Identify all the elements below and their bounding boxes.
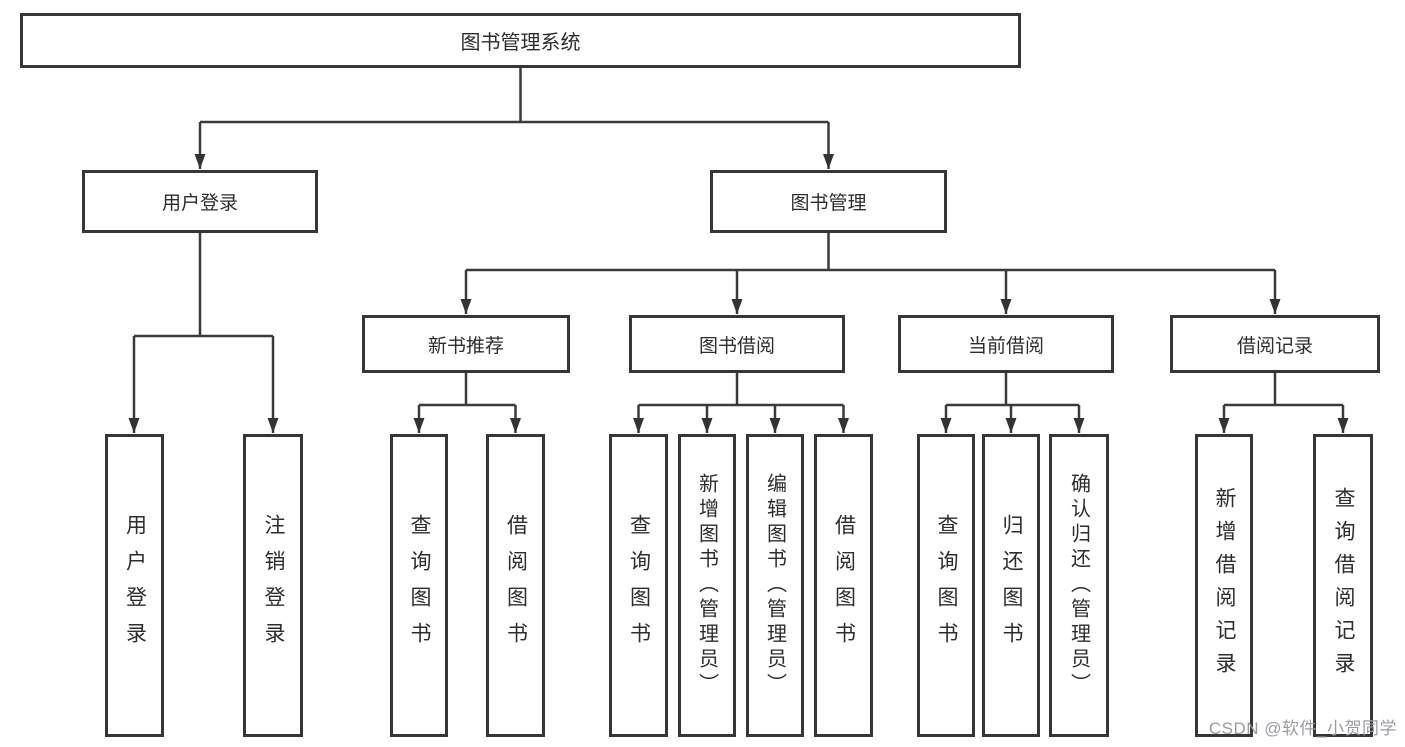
connector-current-borrow-children (940, 372, 1085, 433)
leaf-confirm-return-admin: 确认归还（管理员） (1049, 434, 1109, 737)
connector-root-to-level2 (194, 66, 834, 169)
leaf-borrow-books-recommend: 借阅图书 (486, 434, 545, 737)
leaf-borrow-books: 借阅图书 (814, 434, 873, 737)
leaf-query-books-recommend: 查询图书 (390, 434, 448, 737)
leaf-user-login: 用户登录 (105, 434, 164, 737)
leaf-logout: 注销登录 (243, 434, 303, 737)
leaf-add-books-admin: 新增图书（管理员） (678, 434, 736, 737)
connector-book-borrow-children (633, 372, 849, 433)
leaf-query-borrow-record: 查询借阅记录 (1313, 434, 1373, 737)
connector-new-book-recommend-children (413, 372, 521, 433)
connector-user-login-children (128, 232, 279, 433)
leaf-return-books: 归还图书 (982, 434, 1040, 737)
node-new-book-recommend: 新书推荐 (362, 315, 570, 373)
leaf-query-books-current: 查询图书 (917, 434, 975, 737)
node-user-login: 用户登录 (82, 170, 318, 233)
connector-book-management-children (460, 232, 1281, 314)
leaf-edit-books-admin: 编辑图书（管理员） (746, 434, 804, 737)
csdn-watermark: CSDN @软件_小贺同学 (1208, 719, 1397, 738)
node-borrow-records: 借阅记录 (1170, 315, 1380, 373)
node-library-management-system: 图书管理系统 (20, 13, 1021, 68)
leaf-query-books-borrow: 查询图书 (609, 434, 668, 737)
node-book-management: 图书管理 (710, 170, 947, 233)
connector-borrow-records-children (1218, 372, 1349, 433)
node-book-borrow: 图书借阅 (629, 315, 845, 373)
leaf-add-borrow-record: 新增借阅记录 (1195, 434, 1253, 737)
node-current-borrow: 当前借阅 (898, 315, 1114, 373)
